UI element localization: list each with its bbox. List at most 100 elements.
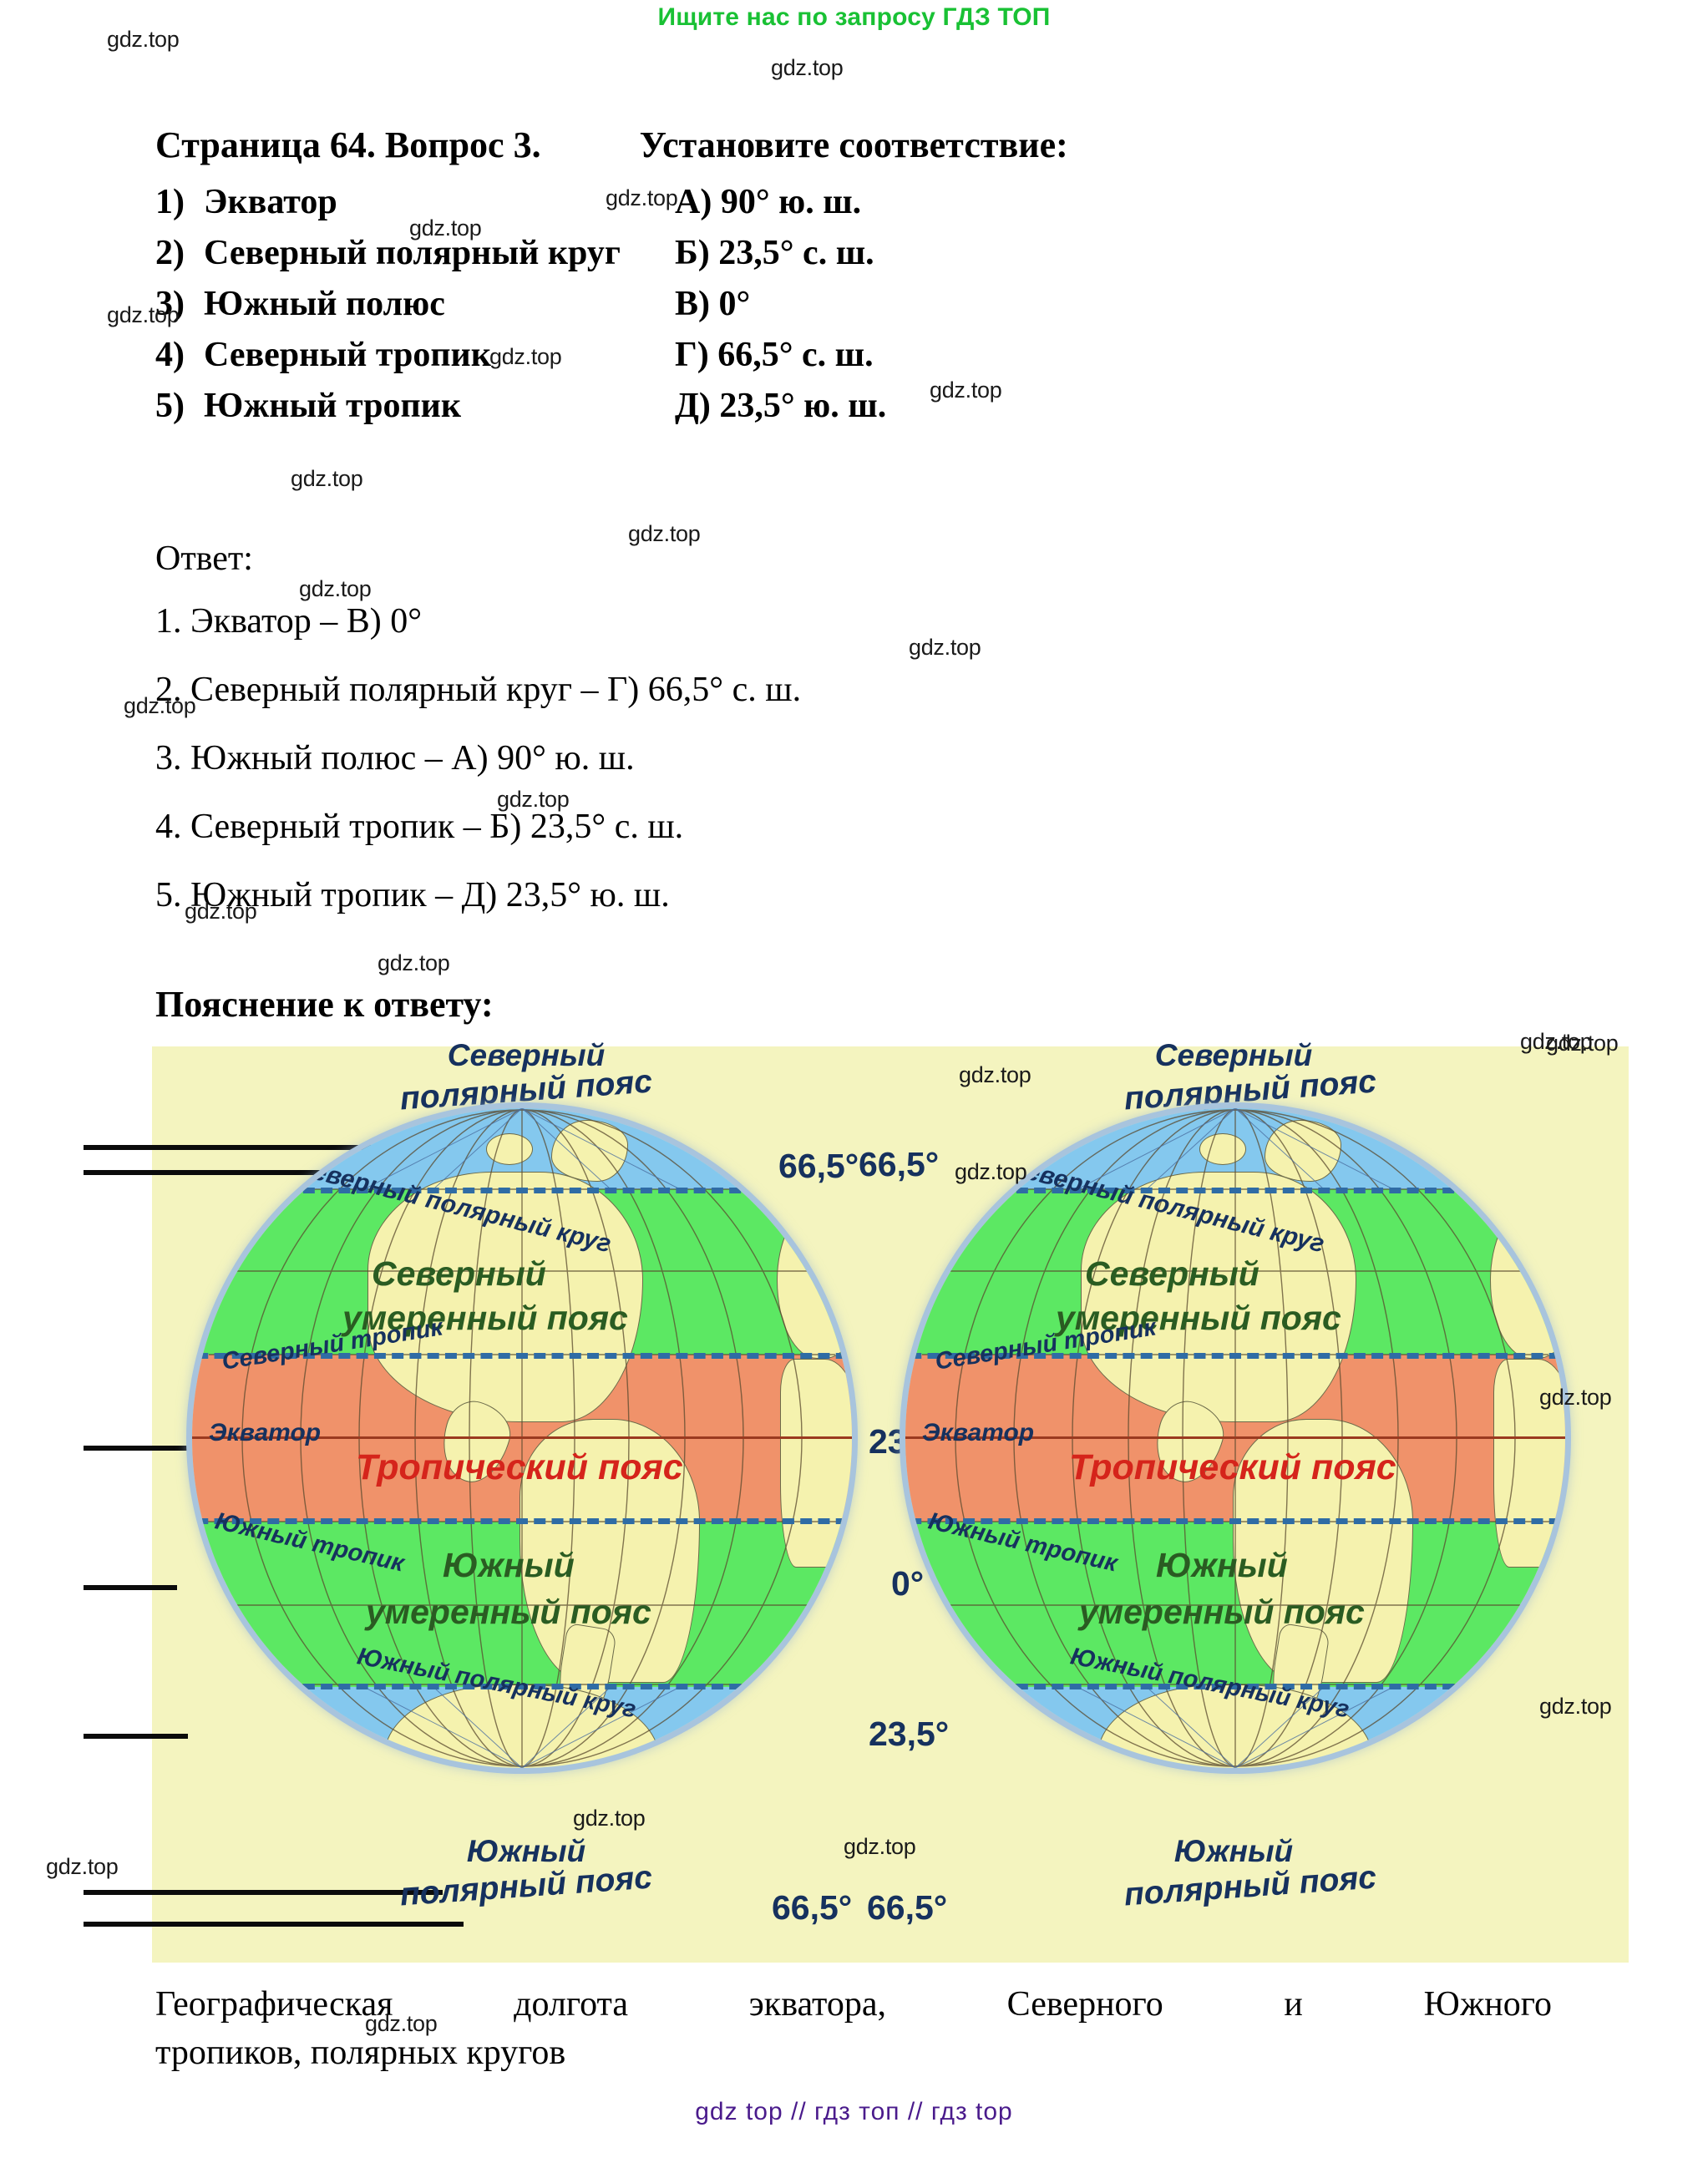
row-number: 5) (155, 387, 185, 425)
row-option: А) 90° ю. ш. (675, 183, 862, 221)
landmass-asia-edge (917, 1195, 976, 1245)
landmass-europe-edge (777, 1208, 852, 1359)
line-tropic-of-capricorn (905, 1518, 1565, 1524)
label-south-temperate-1: Южный (443, 1546, 575, 1584)
list-item: 3. Южный полюс – А) 90° ю. ш. (155, 739, 635, 778)
explanation-paragraph: Географическая долгота экватора, Северно… (155, 1981, 1552, 2078)
left-globe-south-polar-belt-label: Южный полярный пояс (398, 1834, 654, 1913)
degree-antarctic-right: 66,5° (867, 1888, 948, 1927)
tick-line-cancer (84, 1446, 188, 1451)
globe-right: Северный полярный круг Северный умеренны… (905, 1108, 1565, 1768)
landmass-greenland (1265, 1120, 1341, 1182)
row-term: Экватор (204, 183, 337, 221)
watermark: gdz.top (909, 635, 981, 660)
answer-label: Ответ: (155, 540, 253, 578)
label-equator-right: Экватор (922, 1419, 1035, 1446)
row-option: В) 0° (675, 285, 751, 323)
row-term: Южный тропик (204, 387, 462, 425)
line-equator (192, 1436, 852, 1439)
watermark: gdz.top (46, 1854, 119, 1879)
line-tropic-of-capricorn (192, 1518, 852, 1524)
tick-line-capricorn (84, 1734, 188, 1739)
watermark: gdz.top (489, 344, 562, 369)
label-south-temperate-2: умеренный пояс (366, 1593, 651, 1631)
watermark: gdz.top (771, 55, 844, 80)
list-item: 2. Северный полярный круг – Г) 66,5° с. … (155, 671, 802, 709)
watermark: gdz.top (497, 787, 570, 812)
question-title-left: Страница 64. Вопрос 3. (155, 124, 541, 165)
tick-line-equator (84, 1585, 177, 1590)
explanation-heading: Пояснение к ответу: (155, 984, 494, 1025)
watermark: gdz.top (291, 466, 363, 491)
label-south-temperate-1: Южный (1156, 1546, 1288, 1584)
degree-arctic-left: 66,5° (778, 1147, 859, 1185)
row-option: Д) 23,5° ю. ш. (675, 387, 887, 425)
watermark: gdz.top (1539, 1385, 1612, 1410)
watermark: gdz.top (107, 27, 180, 52)
watermark: gdz.top (606, 185, 678, 210)
list-item: 4. Северный тропик – Б) 23,5° с. ш. (155, 808, 684, 846)
list-item: 1. Экватор – В) 0° (155, 602, 423, 641)
row-number: 2) (155, 234, 185, 272)
line-arctic-circle (905, 1188, 1565, 1193)
landmass-africa-edge (780, 1359, 852, 1568)
line-tropic-of-cancer (192, 1353, 852, 1359)
right-globe-north-polar-belt-label: Северный полярный пояс (1123, 1038, 1378, 1117)
landmass-greenland (551, 1120, 628, 1182)
watermark: gdz.top (930, 377, 1002, 403)
paragraph-line-1: Географическая (155, 1985, 393, 2024)
tick-line-antarctic-top (84, 1890, 443, 1895)
label-north-temperate-1: Северный (372, 1254, 546, 1293)
row-option: Г) 66,5° с. ш. (675, 336, 874, 374)
degree-antarctic-left: 66,5° (772, 1888, 853, 1927)
row-option: Б) 23,5° с. ш. (675, 234, 874, 272)
watermark: gdz.top (185, 899, 257, 924)
watermark: gdz.top (959, 1062, 1031, 1087)
left-globe-north-polar-belt-label: Северный полярный пояс (398, 1038, 654, 1117)
table-row: 5) Южный тропик Д) 23,5° ю. ш. (155, 386, 1199, 437)
watermark: gdz.top (628, 521, 701, 546)
climate-zones-figure: Северный полярный пояс (84, 1039, 1629, 1963)
line-tropic-of-cancer (905, 1353, 1565, 1359)
globe-left: Северный полярный круг Северный умеренны… (192, 1108, 852, 1768)
table-row: 2) Северный полярный круг Б) 23,5° с. ш. (155, 233, 1199, 284)
row-term: Северный тропик (204, 336, 491, 374)
watermark: gdz.top (844, 1834, 916, 1859)
row-term: Северный полярный круг (204, 234, 621, 272)
question-title-right: Установите соответствие: (639, 124, 1068, 165)
promo-header: Ищите нас по запросу ГДЗ ТОП (657, 3, 1051, 31)
footer-links: gdz top // гдз топ // гдз top (695, 2098, 1013, 2125)
row-number: 4) (155, 336, 185, 374)
list-item: 5. Южный тропик – Д) 23,5° ю. ш. (155, 876, 670, 914)
watermark: gdz.top (955, 1159, 1027, 1184)
row-term: Южный полюс (204, 285, 445, 323)
page-title: Страница 64. Вопрос 3. Установите соответ… (155, 124, 1068, 166)
label-tropical-belt: Тропический пояс (356, 1447, 683, 1487)
label-north-temperate-2: умеренный пояс (342, 1299, 628, 1337)
label-equator-left: Экватор (209, 1419, 322, 1446)
label-north-temperate-2: умеренный пояс (1056, 1299, 1341, 1337)
watermark: gdz.top (573, 1806, 646, 1831)
degree-arctic-right: 66,5° (859, 1145, 940, 1183)
landmass-europe-edge (1490, 1208, 1565, 1359)
watermark: gdz.top (299, 576, 372, 601)
line-antarctic-circle (192, 1684, 852, 1689)
label-south-temperate-2: умеренный пояс (1079, 1593, 1365, 1631)
watermark: gdz.top (1546, 1031, 1619, 1056)
matching-task-table: 1) Экватор А) 90° ю. ш. 2) Северный поля… (155, 182, 1199, 437)
watermark: gdz.top (409, 215, 482, 241)
line-antarctic-circle (905, 1684, 1565, 1689)
watermark: gdz.top (378, 950, 450, 975)
table-row: 1) Экватор А) 90° ю. ш. (155, 182, 1199, 233)
watermark: gdz.top (1520, 1029, 1593, 1054)
tick-line-antarctic-bottom (84, 1922, 464, 1927)
label-north-temperate-1: Северный (1085, 1254, 1259, 1293)
table-row: 4) Северный тропик Г) 66,5° с. ш. (155, 335, 1199, 386)
landmass-arctic-islands (486, 1133, 533, 1165)
watermark: gdz.top (107, 302, 180, 327)
line-arctic-circle (192, 1188, 852, 1193)
label-tropical-belt: Тропический пояс (1069, 1447, 1396, 1487)
row-number: 3) (155, 285, 185, 323)
landmass-asia-edge (204, 1195, 262, 1245)
watermark: gdz.top (124, 693, 196, 718)
